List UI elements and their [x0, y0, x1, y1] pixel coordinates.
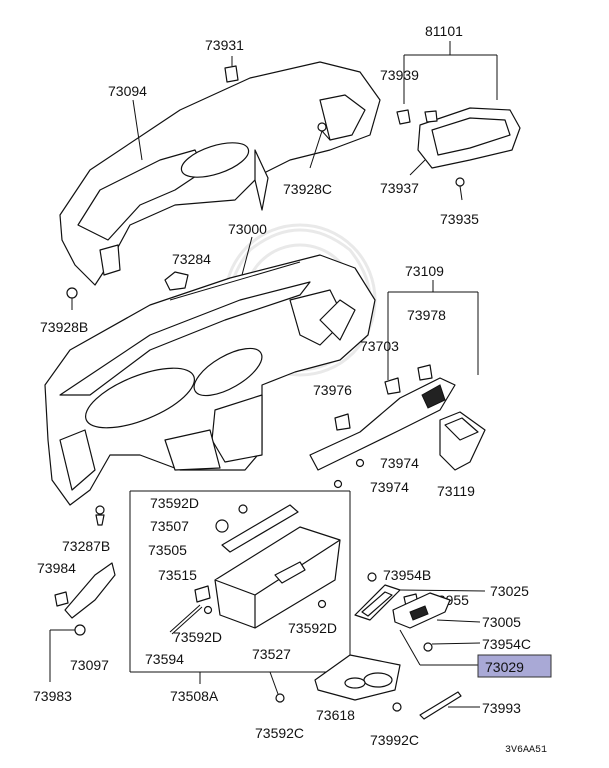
label-73928C: 73928C — [283, 181, 332, 197]
part-73939-bracket[interactable] — [396, 109, 411, 125]
part-73094-upper-panel[interactable] — [59, 61, 381, 286]
part-73025-bezel[interactable] — [354, 584, 401, 621]
part-73983-clip[interactable] — [74, 624, 86, 636]
part-73000-instrument-panel[interactable] — [44, 254, 376, 506]
part-73984-clip[interactable] — [54, 591, 69, 607]
label-73592D-mid: 73592D — [173, 629, 222, 645]
part-73992C-screw[interactable] — [392, 702, 402, 712]
label-73978: 73978 — [407, 307, 446, 323]
label-73939: 73939 — [380, 67, 419, 83]
label-73974-a: 73974 — [380, 455, 419, 471]
highlight-73029[interactable]: 73029 — [477, 654, 552, 678]
label-73507: 73507 — [150, 518, 189, 534]
part-73974-screw-a[interactable] — [355, 458, 365, 468]
part-73119-box[interactable] — [439, 411, 486, 471]
label-73508A: 73508A — [170, 688, 219, 704]
diagram-code: 3V6AA51 — [505, 745, 547, 756]
label-73592D-top: 73592D — [150, 495, 199, 511]
label-81101: 81101 — [425, 23, 463, 39]
label-73592C-bottom: 73592C — [255, 725, 304, 741]
part-73954B-screw[interactable] — [367, 572, 377, 582]
part-73993-rod[interactable] — [419, 691, 462, 720]
label-73954B: 73954B — [383, 567, 431, 583]
label-73974-b: 73974 — [370, 479, 409, 495]
label-73094: 73094 — [108, 83, 147, 99]
label-73109: 73109 — [405, 263, 444, 279]
label-73928B: 73928B — [40, 319, 88, 335]
label-73618: 73618 — [316, 707, 355, 723]
label-73983: 73983 — [33, 688, 72, 704]
part-73097-side-cover[interactable] — [64, 562, 116, 619]
part-73928B-clip[interactable] — [66, 287, 78, 310]
label-73029: 73029 — [485, 659, 524, 675]
part-73976-clip[interactable] — [334, 413, 351, 431]
part-81101-cluster-hood[interactable] — [417, 107, 521, 169]
label-73592D-right: 73592D — [288, 620, 337, 636]
part-73931-clip[interactable] — [224, 65, 239, 83]
part-73505-hinge[interactable] — [221, 504, 299, 553]
part-73594-damper[interactable] — [169, 604, 203, 635]
label-73931: 73931 — [205, 37, 244, 53]
part-73005-bracket[interactable] — [392, 592, 451, 629]
label-73025: 73025 — [490, 583, 529, 599]
part-73592D-right-screw[interactable] — [317, 599, 327, 609]
part-73592D-mid-screw[interactable] — [203, 605, 213, 615]
label-73505: 73505 — [148, 542, 187, 558]
part-73618-tray[interactable] — [314, 654, 401, 701]
part-73109-lower-panel[interactable] — [309, 377, 456, 471]
part-73703-bracket[interactable] — [384, 377, 401, 395]
label-73703: 73703 — [360, 338, 399, 354]
label-73984: 73984 — [37, 560, 76, 576]
label-73000: 73000 — [228, 221, 267, 237]
label-73993: 73993 — [482, 700, 521, 716]
part-73592D-top-screw[interactable] — [238, 504, 248, 514]
part-73507-clip[interactable] — [215, 519, 229, 533]
part-73287B-fastener[interactable] — [95, 505, 105, 526]
part-73527-glove-box[interactable] — [214, 526, 341, 629]
part-73954C-screw[interactable] — [423, 642, 433, 652]
label-73515: 73515 — [158, 567, 197, 583]
label-73937: 73937 — [380, 180, 419, 196]
label-73284: 73284 — [172, 251, 211, 267]
label-73527: 73527 — [252, 646, 291, 662]
part-73937-clip[interactable] — [424, 110, 438, 123]
label-73594: 73594 — [145, 651, 184, 667]
part-73284-cap[interactable] — [164, 271, 189, 291]
label-73119: 73119 — [437, 483, 475, 499]
part-73974-screw-b[interactable] — [333, 479, 343, 489]
label-73992C: 73992C — [370, 732, 419, 748]
label-73935: 73935 — [440, 211, 479, 227]
label-73954C: 73954C — [482, 636, 531, 652]
label-73005: 73005 — [482, 614, 521, 630]
label-73097: 73097 — [70, 657, 109, 673]
part-73935-screw[interactable] — [455, 177, 465, 201]
label-73287B: 73287B — [62, 538, 110, 554]
part-73592C-bottom-screw[interactable] — [275, 693, 285, 703]
label-73976: 73976 — [313, 382, 352, 398]
part-73515-latch[interactable] — [194, 585, 211, 603]
part-73978-clip[interactable] — [417, 364, 433, 381]
